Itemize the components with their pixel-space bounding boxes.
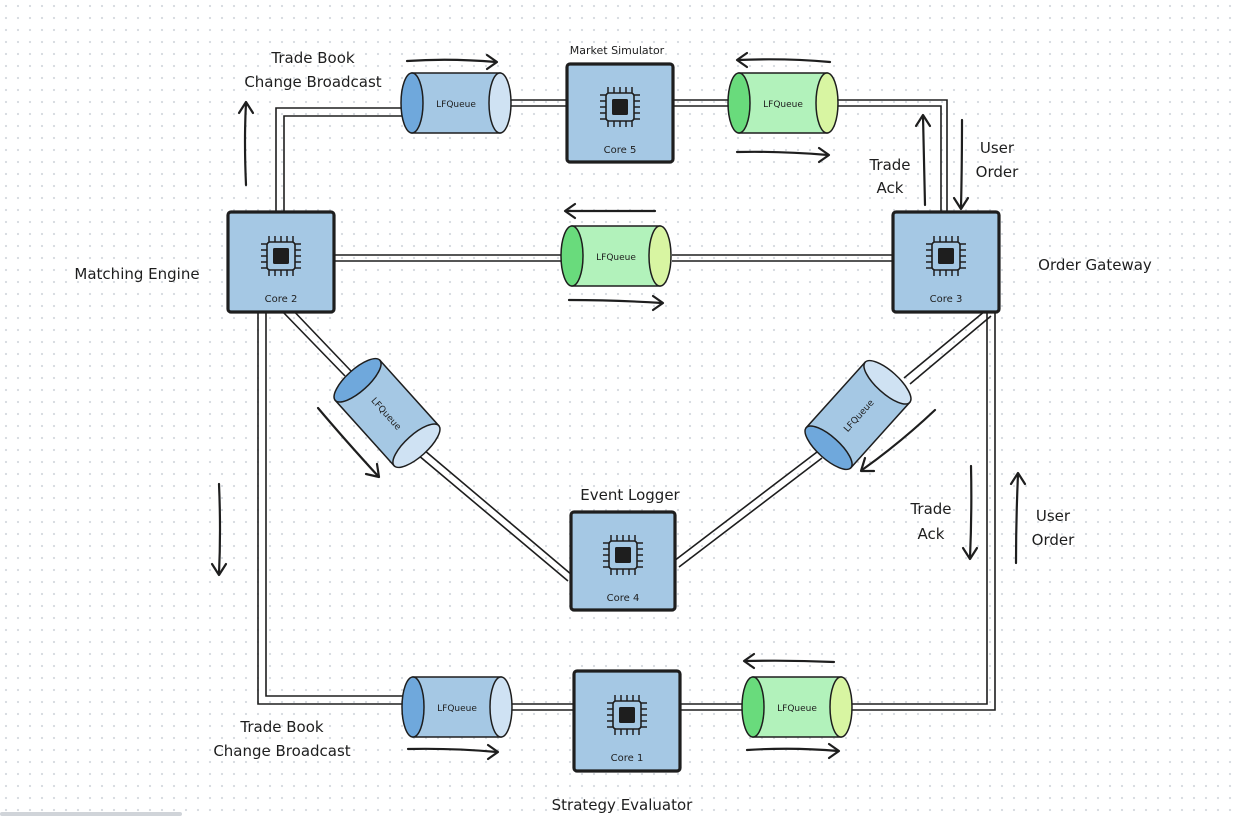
queue-label: LFQueue	[437, 704, 477, 714]
queue-bottom-right: LFQueue	[741, 676, 853, 738]
arrow-left-icon	[563, 202, 657, 220]
core-4: Core 4	[569, 510, 677, 612]
arrow-right-icon	[406, 743, 500, 761]
queue-top-left: LFQueue	[400, 72, 512, 134]
core-label: Core 1	[611, 753, 644, 764]
queue-diag-right: LFQueue	[804, 359, 912, 471]
arrow-right-icon	[745, 742, 841, 760]
arrow-down-icon	[961, 464, 979, 561]
queue-bottom-left: LFQueue	[401, 676, 513, 738]
annotation-right-user-order: User Order	[1032, 507, 1075, 549]
arrow-left-icon	[742, 652, 836, 670]
horizontal-scrollbar[interactable]	[0, 812, 182, 816]
arrow-right-icon	[735, 146, 831, 164]
connection-rails	[257, 99, 996, 711]
svg-text:Ack: Ack	[877, 179, 904, 197]
arrow-down-icon	[210, 482, 228, 577]
svg-text:Trade: Trade	[868, 156, 910, 174]
matching-engine-title: Matching Engine	[74, 265, 199, 283]
annotation-top-left-broadcast: Trade Book Change Broadcast	[244, 49, 381, 91]
arrow-up-icon	[914, 113, 932, 207]
core-label: Core 4	[607, 593, 640, 604]
core-label: Core 3	[930, 294, 963, 305]
core-2: Core 2	[226, 210, 336, 314]
annotation-right-trade-ack: Trade Ack	[909, 500, 951, 543]
market-simulator-title: Market Simulator	[570, 44, 665, 57]
svg-text:Trade Book: Trade Book	[270, 49, 354, 67]
svg-text:Change Broadcast: Change Broadcast	[213, 742, 350, 760]
arrow-down-icon	[952, 118, 970, 211]
svg-text:Change Broadcast: Change Broadcast	[244, 73, 381, 91]
queue-diag-left: LFQueue	[333, 357, 441, 469]
arrow-down-right-icon	[316, 406, 381, 479]
arrow-right-icon	[567, 294, 665, 312]
svg-text:Order: Order	[1032, 531, 1075, 549]
svg-text:Trade Book: Trade Book	[239, 718, 323, 736]
svg-text:User: User	[980, 139, 1015, 157]
svg-text:User: User	[1036, 507, 1071, 525]
annotation-bottom-left-broadcast: Trade Book Change Broadcast	[213, 718, 350, 760]
annotation-top-trade-ack: Trade Ack	[868, 156, 910, 197]
svg-text:Trade: Trade	[909, 500, 951, 518]
queue-label: LFQueue	[436, 100, 476, 110]
core-5: Core 5	[565, 62, 675, 164]
queue-label: LFQueue	[763, 100, 803, 110]
queue-label: LFQueue	[777, 704, 817, 714]
arrow-left-icon	[735, 51, 832, 69]
flow-arrows	[210, 51, 1027, 761]
event-logger-title: Event Logger	[580, 486, 680, 504]
annotation-top-user-order: User Order	[976, 139, 1019, 181]
arrow-right-icon	[405, 53, 499, 71]
strategy-evaluator-title: Strategy Evaluator	[552, 796, 694, 814]
core-label: Core 2	[265, 294, 298, 305]
queue-middle: LFQueue	[560, 225, 672, 287]
svg-text:Ack: Ack	[918, 525, 945, 543]
arrow-up-icon	[237, 100, 255, 187]
core-3: Core 3	[891, 210, 1001, 314]
order-gateway-title: Order Gateway	[1038, 256, 1152, 274]
arrow-up-icon	[1009, 471, 1027, 565]
arrow-down-left-icon	[859, 408, 937, 473]
queue-label: LFQueue	[596, 253, 636, 263]
queue-top-right: LFQueue	[727, 72, 839, 134]
core-1: Core 1	[572, 669, 682, 773]
svg-text:Order: Order	[976, 163, 1019, 181]
core-label: Core 5	[604, 145, 637, 156]
